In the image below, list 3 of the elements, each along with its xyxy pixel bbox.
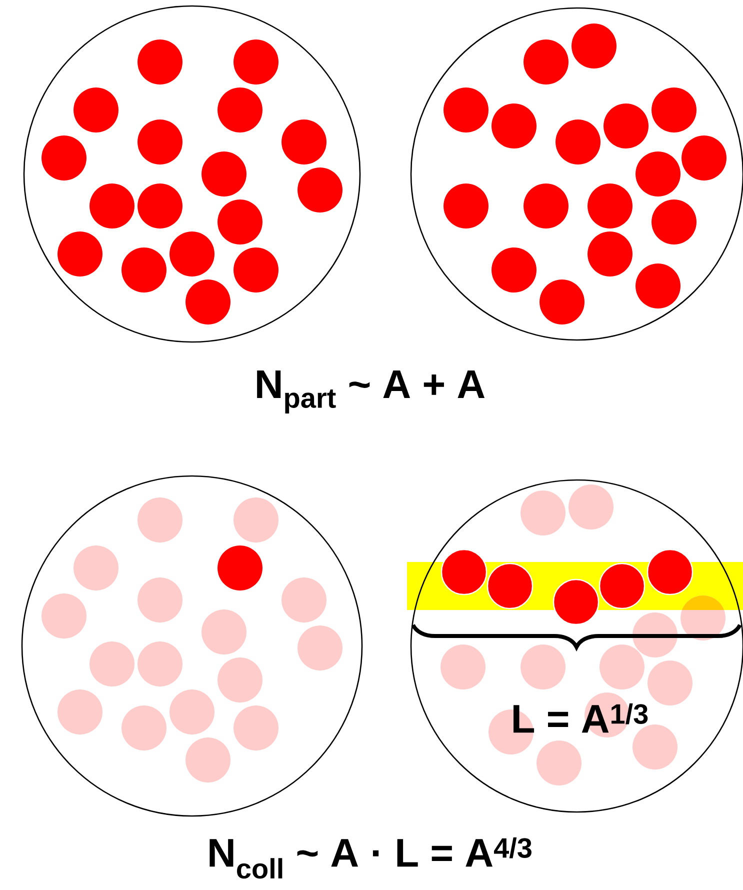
formula: N$_{coll}$ ~ A · L = A$^{4/3}$: [210, 837, 532, 879]
formula: N$_{part}$ ~ A + A: [257, 370, 485, 414]
formula: L = A$^{1/3}$: [514, 703, 648, 733]
